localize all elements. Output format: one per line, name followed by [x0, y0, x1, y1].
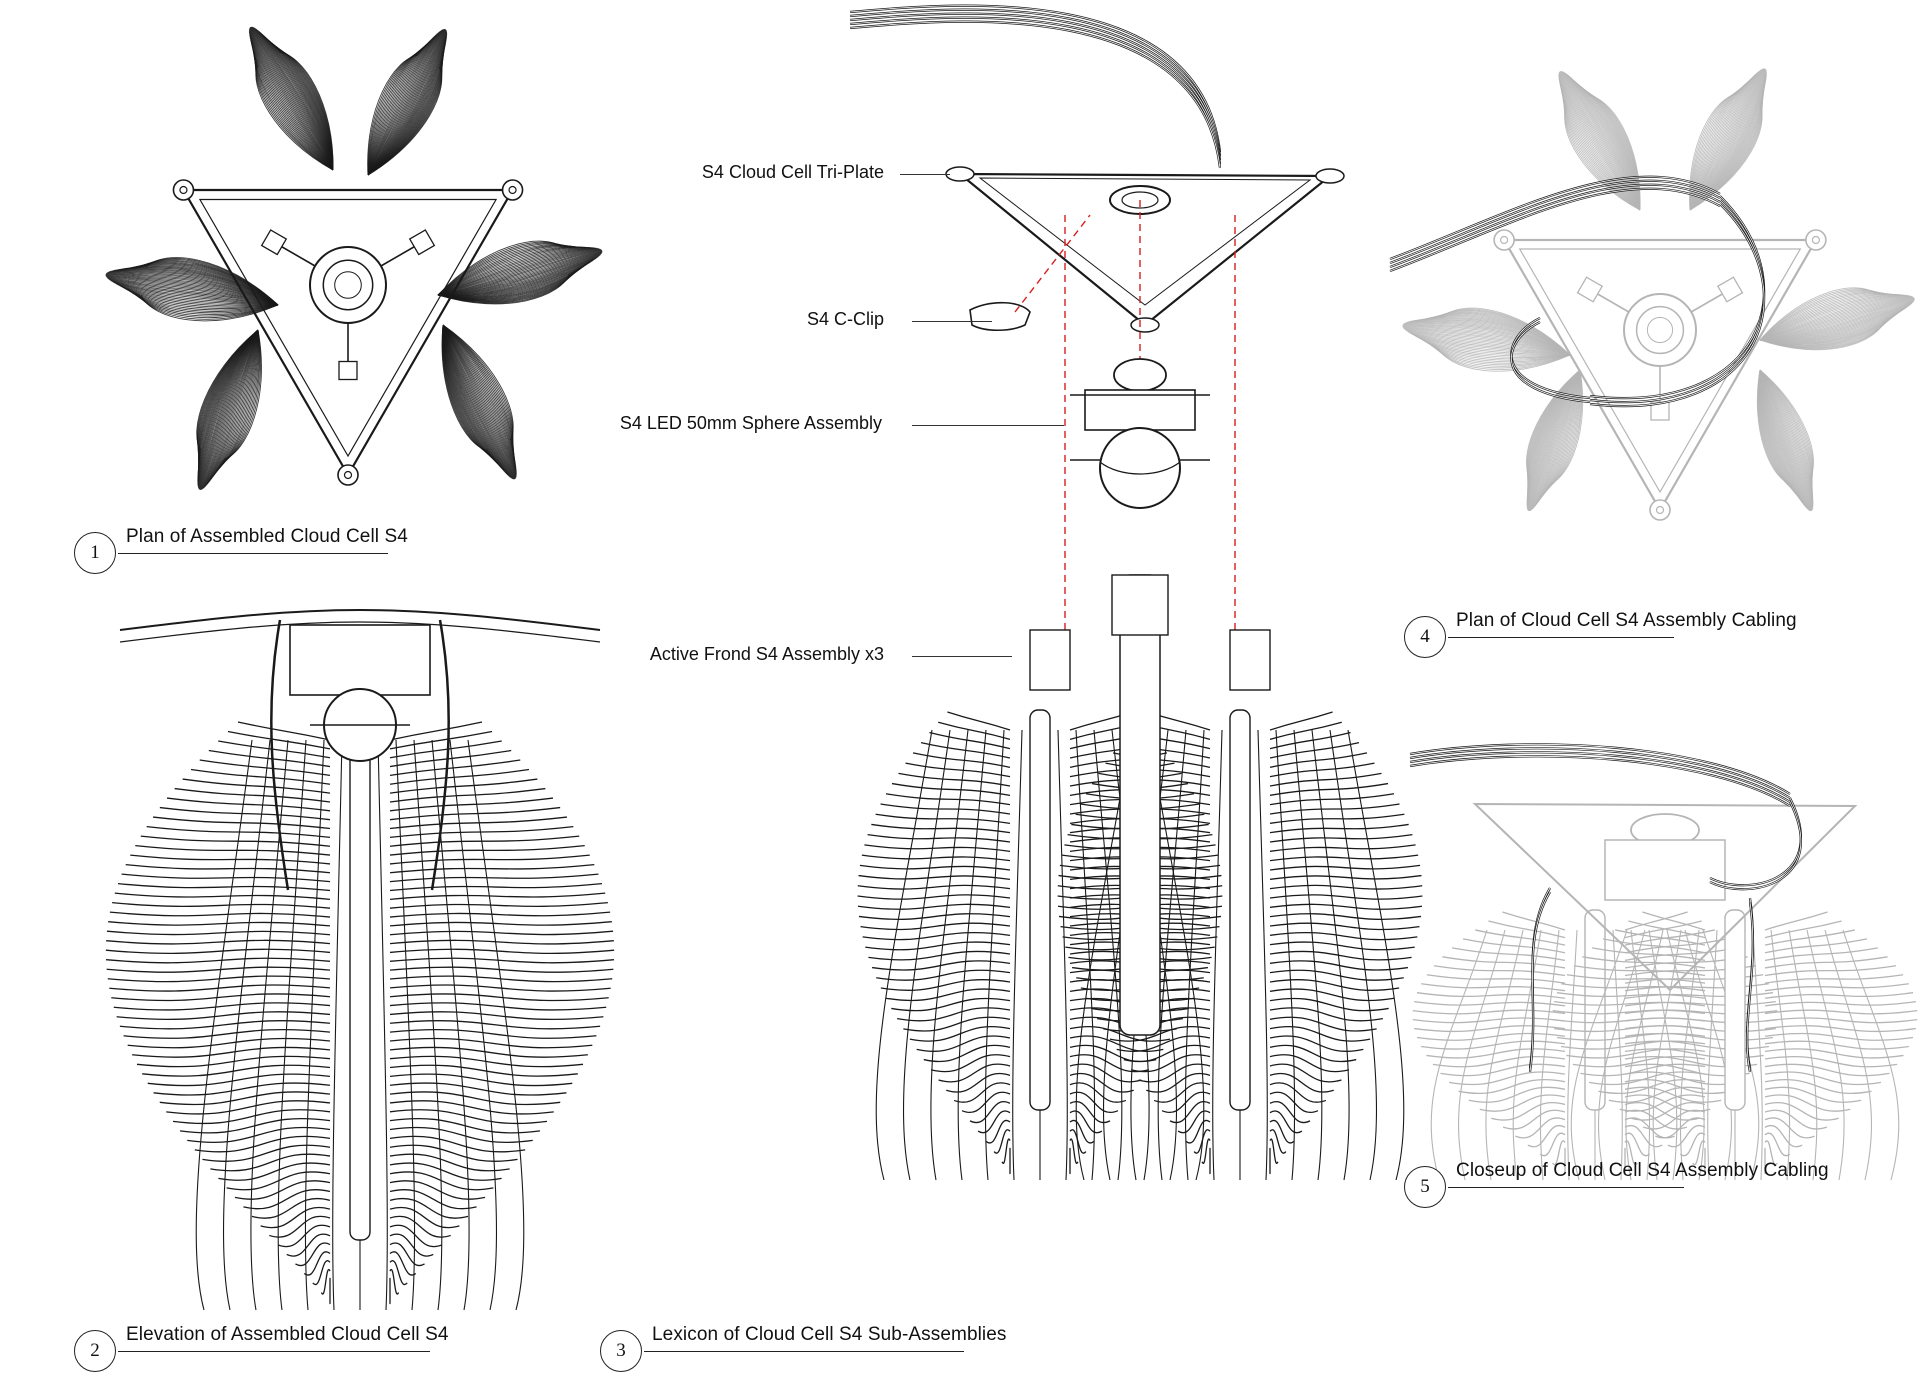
frond-whiskers-elevation: [105, 719, 615, 1311]
ghost-frond-right: [1759, 287, 1915, 351]
cable-bundle-plan-top: [1389, 175, 1721, 273]
caption-text: Plan of Cloud Cell S4 Assembly Cabling: [1456, 610, 1797, 631]
caption-rule: [1448, 1187, 1684, 1189]
plan-assembled-drawing: [105, 26, 603, 490]
ghost-frond-lower-right: [1756, 369, 1814, 512]
callout-tri-plate: S4 Cloud Cell Tri-Plate: [701, 162, 884, 182]
caption-5: 5 Closeup of Cloud Cell S4 Assembly Cabl…: [1404, 1160, 1829, 1210]
caption-text: Elevation of Assembled Cloud Cell S4: [126, 1324, 449, 1345]
cable-bundle-closeup-left: [1528, 887, 1551, 1073]
panel-elevation: [80, 590, 640, 1311]
frond-blade-lower-left: [196, 329, 262, 490]
panel-closeup-cabling: [1409, 740, 1920, 1181]
caption-rule: [118, 1351, 430, 1353]
assembly-guides: [1014, 200, 1236, 630]
ghost-frond-left-closeup: [1412, 909, 1778, 1181]
elevation-drawing: [105, 608, 615, 1311]
led-sphere-assembly: [1070, 358, 1210, 509]
callout-c-clip: S4 C-Clip: [806, 309, 884, 329]
frond-blade-top-left: [248, 26, 334, 171]
caption-number: 1: [74, 532, 116, 574]
caption-text: Plan of Assembled Cloud Cell S4: [126, 526, 408, 547]
callout-leader: [912, 425, 1064, 427]
closeup-cabling-drawing: [1409, 743, 1918, 1181]
cable-bundle-closeup-drop: [1746, 897, 1754, 1073]
active-frond-right: [1057, 709, 1423, 1181]
cable-bundle-closeup-top: [1409, 743, 1791, 807]
callout-led-sphere: S4 LED 50mm Sphere Assembly: [619, 413, 882, 433]
caption-rule: [644, 1351, 964, 1353]
ghost-tri-plate: [1493, 229, 1827, 521]
panel-lexicon: [840, 0, 1423, 1300]
caption-number: 5: [1404, 1166, 1446, 1208]
caption-text: Lexicon of Cloud Cell S4 Sub-Assemblies: [652, 1324, 1007, 1345]
frond-blade-top-right: [367, 28, 448, 176]
frond-blade-left: [105, 257, 279, 322]
caption-number: 4: [1404, 616, 1446, 658]
callout-leader: [912, 321, 992, 323]
active-frond-center: [1029, 574, 1271, 1036]
caption-3: 3 Lexicon of Cloud Cell S4 Sub-Assemblie…: [600, 1324, 1020, 1374]
plan-cabling-drawing: [1389, 68, 1915, 521]
cable-bundle-top: [849, 4, 1222, 169]
caption-rule: [1448, 637, 1674, 639]
caption-4: 4 Plan of Cloud Cell S4 Assembly Cabling: [1404, 610, 1804, 660]
hub-assembly-elevation: [119, 608, 601, 891]
panel-plan-cabling: [1389, 68, 1915, 560]
cable-bundle-plan-loop: [1589, 195, 1766, 407]
cable-bundle-closeup-right: [1709, 797, 1802, 891]
caption-2: 2 Elevation of Assembled Cloud Cell S4: [74, 1324, 474, 1374]
panel-plan-assembled: [80, 26, 620, 510]
frond-blade-lower-right: [441, 324, 517, 480]
ghost-frond-left: [1402, 307, 1571, 372]
ghost-tri-plate-closeup: [1472, 802, 1858, 992]
caption-1: 1 Plan of Assembled Cloud Cell S4: [74, 526, 434, 576]
tri-plate-plan: [172, 179, 524, 486]
callout-active-frond: Active Frond S4 Assembly x3: [649, 644, 884, 664]
callout-leader: [900, 174, 950, 176]
callout-leader: [912, 656, 1012, 658]
lexicon-drawing: [849, 4, 1423, 1181]
ghost-frond-right-closeup: [1552, 909, 1918, 1181]
caption-text: Closeup of Cloud Cell S4 Assembly Cablin…: [1456, 1160, 1829, 1181]
ghost-frond-lower-left: [1526, 369, 1584, 512]
caption-rule: [118, 553, 388, 555]
caption-number: 3: [600, 1330, 642, 1372]
c-clip-part: [969, 301, 1031, 332]
caption-number: 2: [74, 1330, 116, 1372]
cable-bundle-plan-end: [1510, 317, 1591, 404]
frond-blade-right: [437, 240, 603, 305]
